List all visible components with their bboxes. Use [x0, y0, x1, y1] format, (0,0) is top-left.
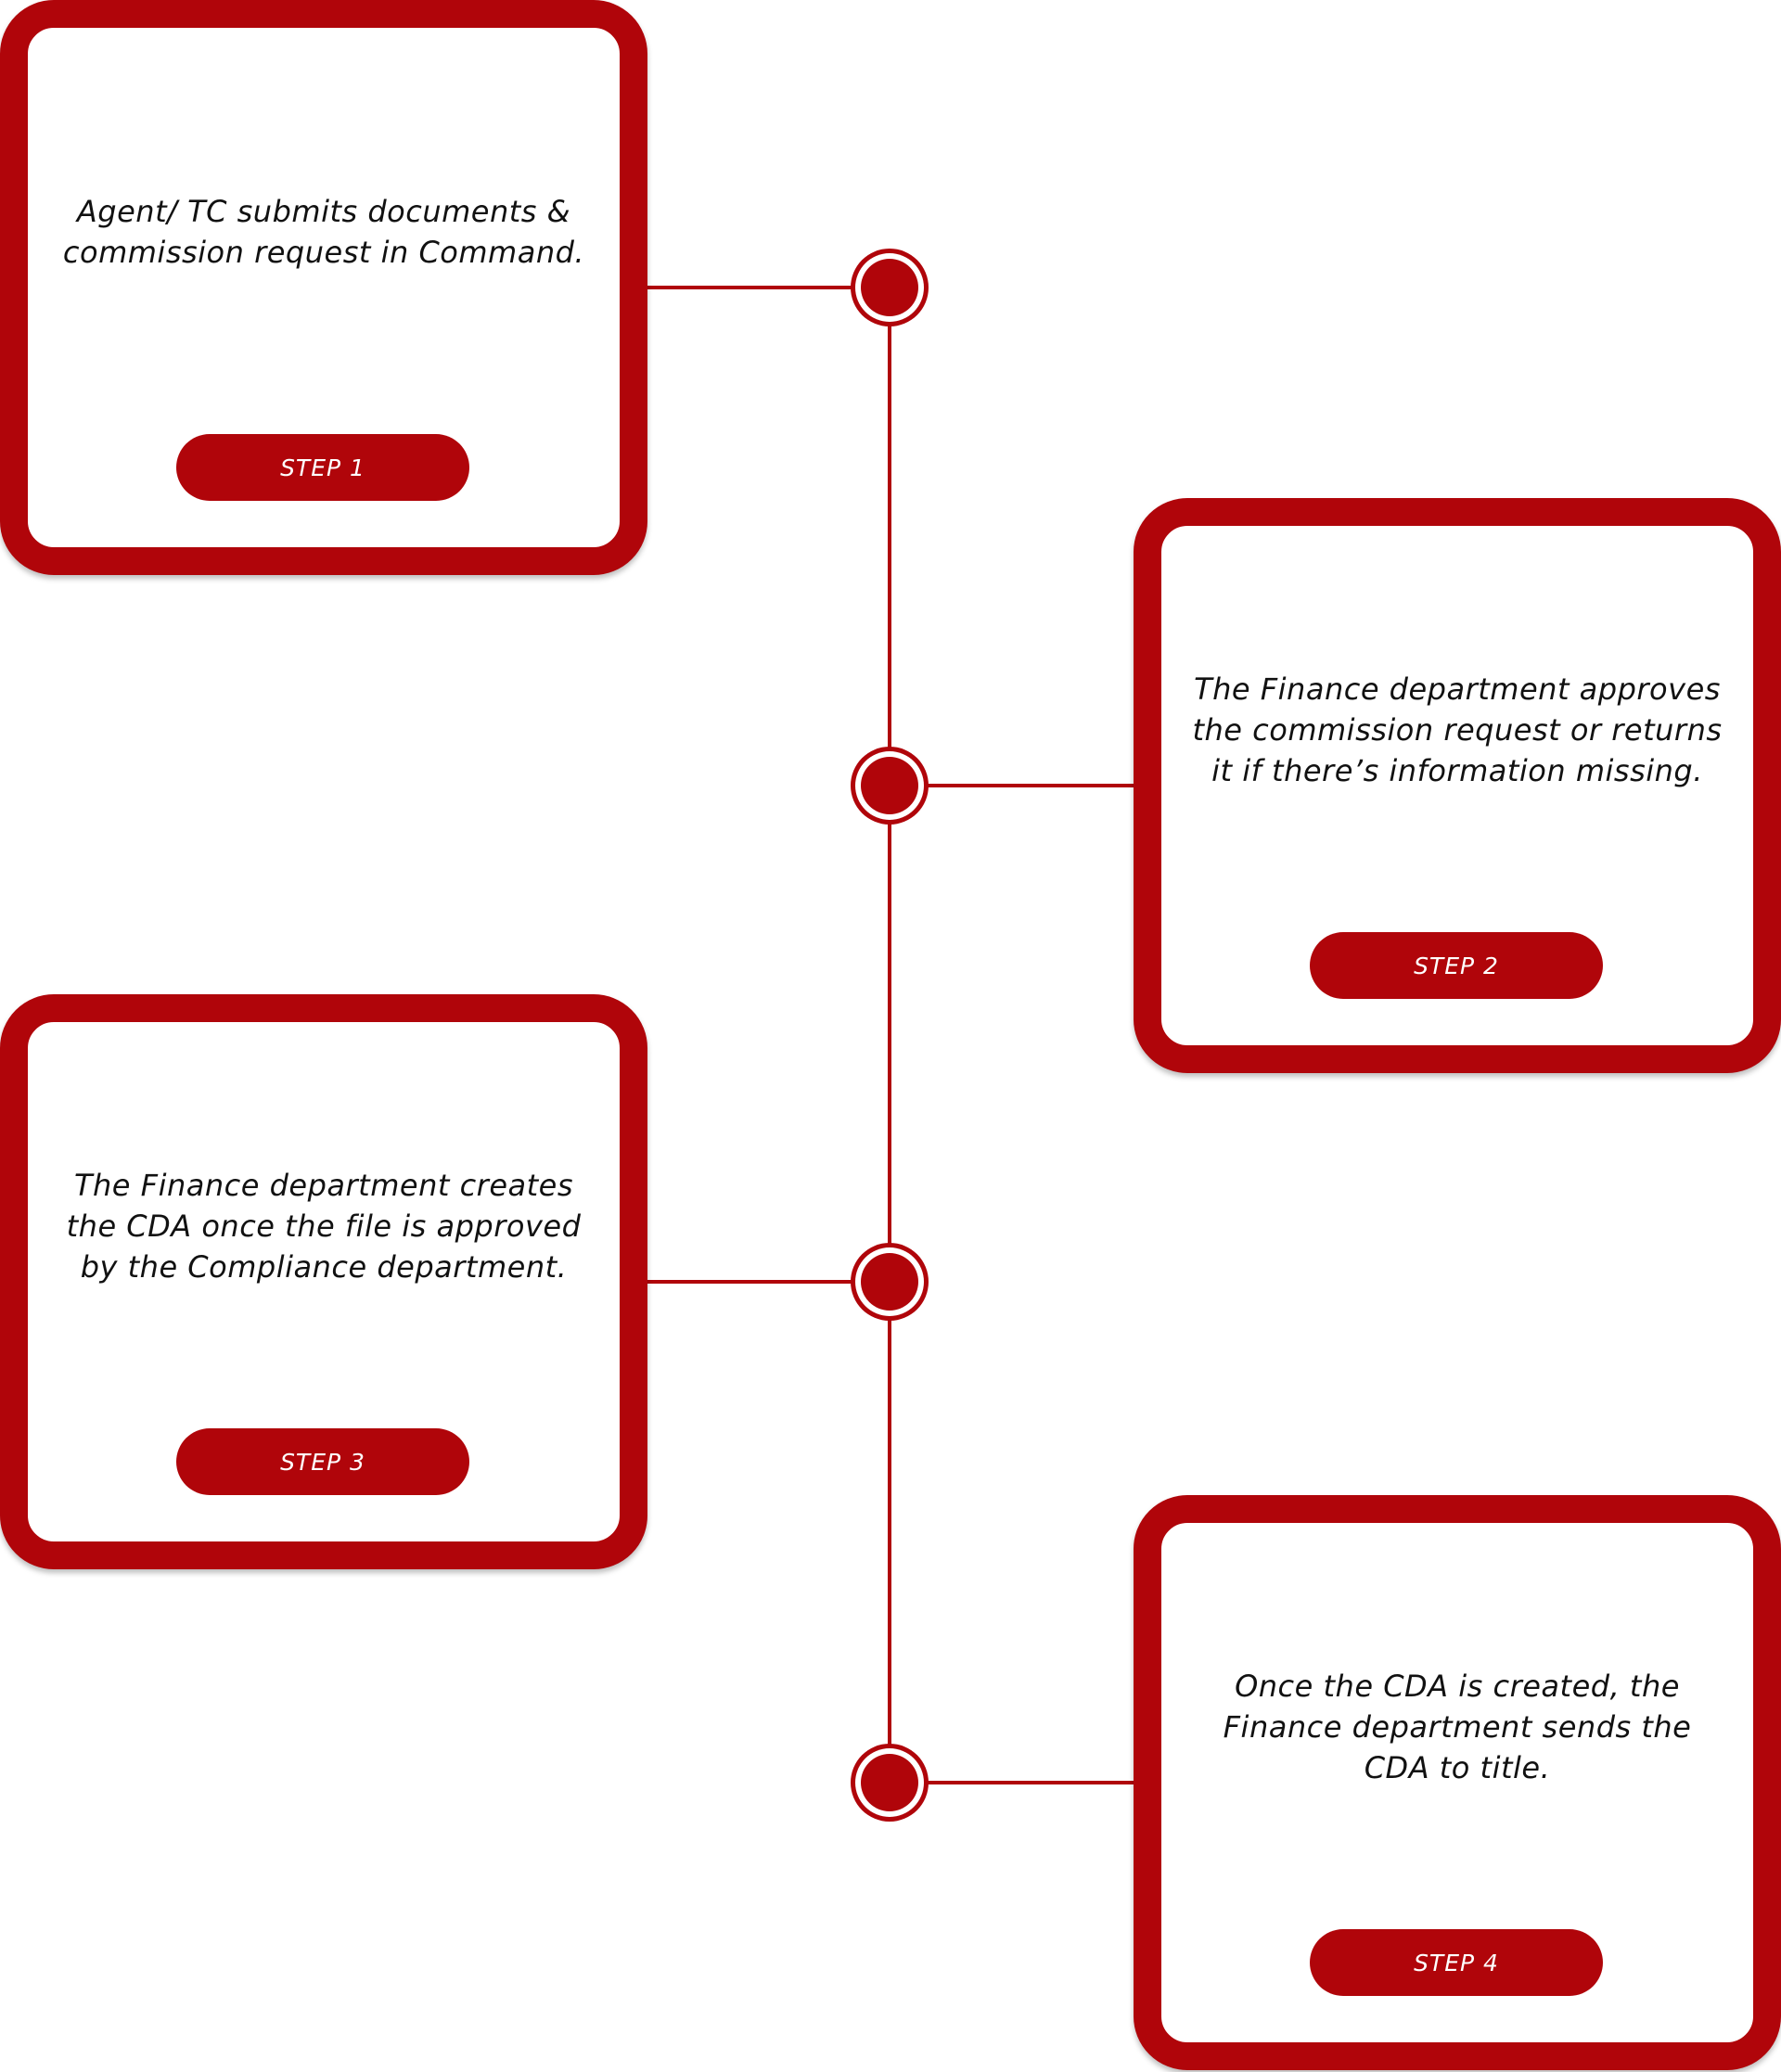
step-label-pill: STEP 3: [176, 1428, 469, 1495]
step-description: The Finance department creates the CDA o…: [66, 1168, 582, 1285]
step-card-2: The Finance department approves the comm…: [1134, 498, 1781, 1073]
timeline-line: [888, 288, 891, 1784]
connector-step-4: [890, 1781, 1134, 1784]
timeline-node-2: [851, 747, 929, 825]
step-description: Agent/ TC submits documents & commission…: [62, 194, 585, 270]
step-description: The Finance department approves the comm…: [1192, 671, 1723, 788]
connector-step-1: [647, 286, 889, 289]
timeline-node-1: [851, 249, 929, 326]
step-description: Once the CDA is created, the Finance dep…: [1223, 1669, 1692, 1785]
connector-step-2: [890, 784, 1134, 787]
timeline-node-4: [851, 1744, 929, 1822]
connector-step-3: [647, 1280, 889, 1284]
step-card-3: The Finance department creates the CDA o…: [0, 994, 647, 1569]
step-card-1: Agent/ TC submits documents & commission…: [0, 0, 647, 575]
timeline-node-3: [851, 1243, 929, 1321]
step-label-pill: STEP 2: [1310, 932, 1603, 999]
step-card-4: Once the CDA is created, the Finance dep…: [1134, 1495, 1781, 2070]
step-label-pill: STEP 1: [176, 434, 469, 501]
step-label-pill: STEP 4: [1310, 1929, 1603, 1996]
